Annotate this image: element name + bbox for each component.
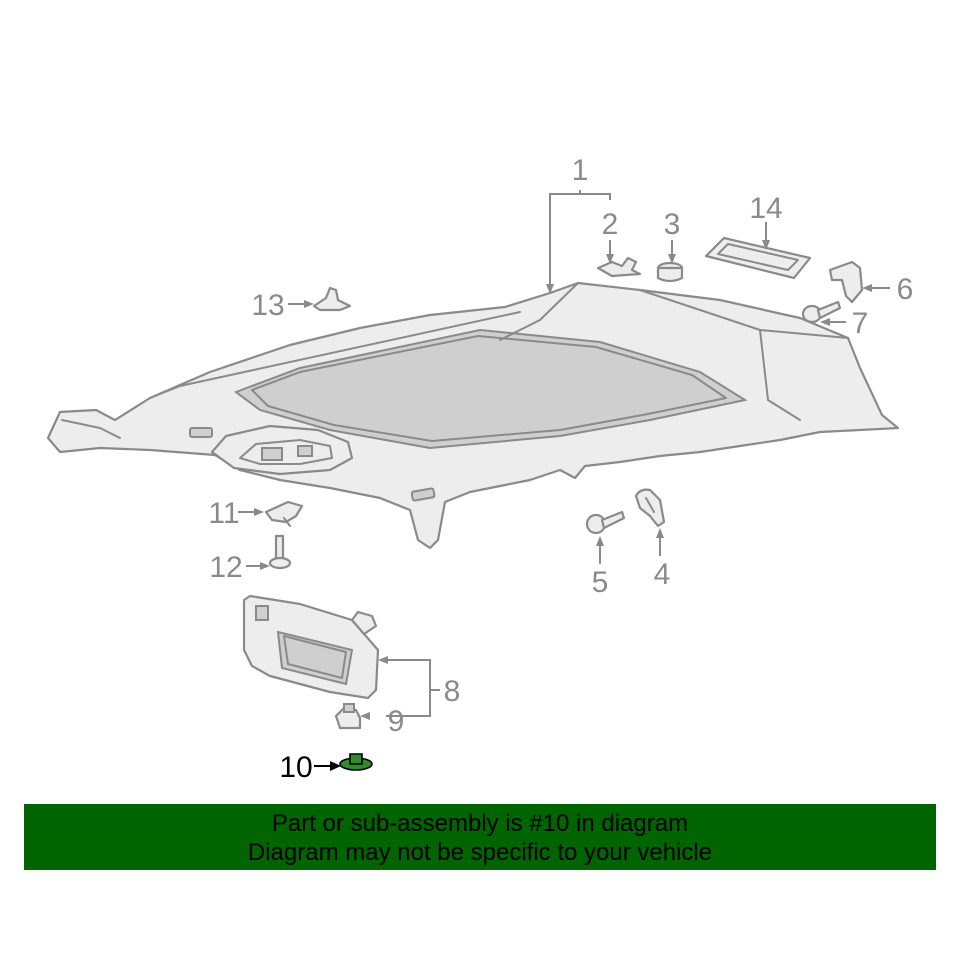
hook-part-4[interactable]: [634, 488, 666, 528]
sun-visor-part-8[interactable]: [242, 594, 380, 700]
clip-part-11[interactable]: [264, 500, 304, 527]
bracket-part-6[interactable]: [828, 260, 864, 304]
callout-9: 9: [388, 705, 405, 738]
callout-10: 10: [279, 751, 312, 784]
clip-part-10-highlighted[interactable]: [339, 753, 373, 771]
banner-line-2: Diagram may not be specific to your vehi…: [247, 839, 713, 866]
banner-line-1: Part or sub-assembly is #10 in diagram: [271, 810, 689, 837]
callout-3: 3: [664, 208, 681, 241]
screw-part-5[interactable]: [585, 510, 626, 535]
clip-part-13[interactable]: [312, 286, 352, 312]
callout-4: 4: [654, 558, 671, 591]
trim-panel-part-14[interactable]: [704, 236, 812, 280]
headliner-part[interactable]: [46, 281, 900, 550]
callout-13: 13: [251, 289, 284, 322]
callout-1: 1: [572, 154, 589, 187]
grommet-part-3[interactable]: [656, 261, 684, 283]
callout-2: 2: [602, 208, 619, 241]
callout-11: 11: [208, 497, 239, 530]
callout-6: 6: [897, 273, 914, 306]
callout-14: 14: [749, 192, 782, 225]
screw-part-12[interactable]: [268, 534, 292, 570]
info-banner: Part or sub-assembly is #10 in diagram D…: [24, 804, 936, 870]
clip-part-2[interactable]: [596, 256, 642, 278]
leader-lines: [238, 190, 890, 771]
callout-7: 7: [852, 307, 869, 340]
bolt-part-7[interactable]: [801, 300, 842, 324]
clip-part-9[interactable]: [334, 703, 362, 730]
callout-8: 8: [444, 675, 461, 708]
callout-12: 12: [209, 551, 242, 584]
callout-5: 5: [592, 566, 609, 599]
